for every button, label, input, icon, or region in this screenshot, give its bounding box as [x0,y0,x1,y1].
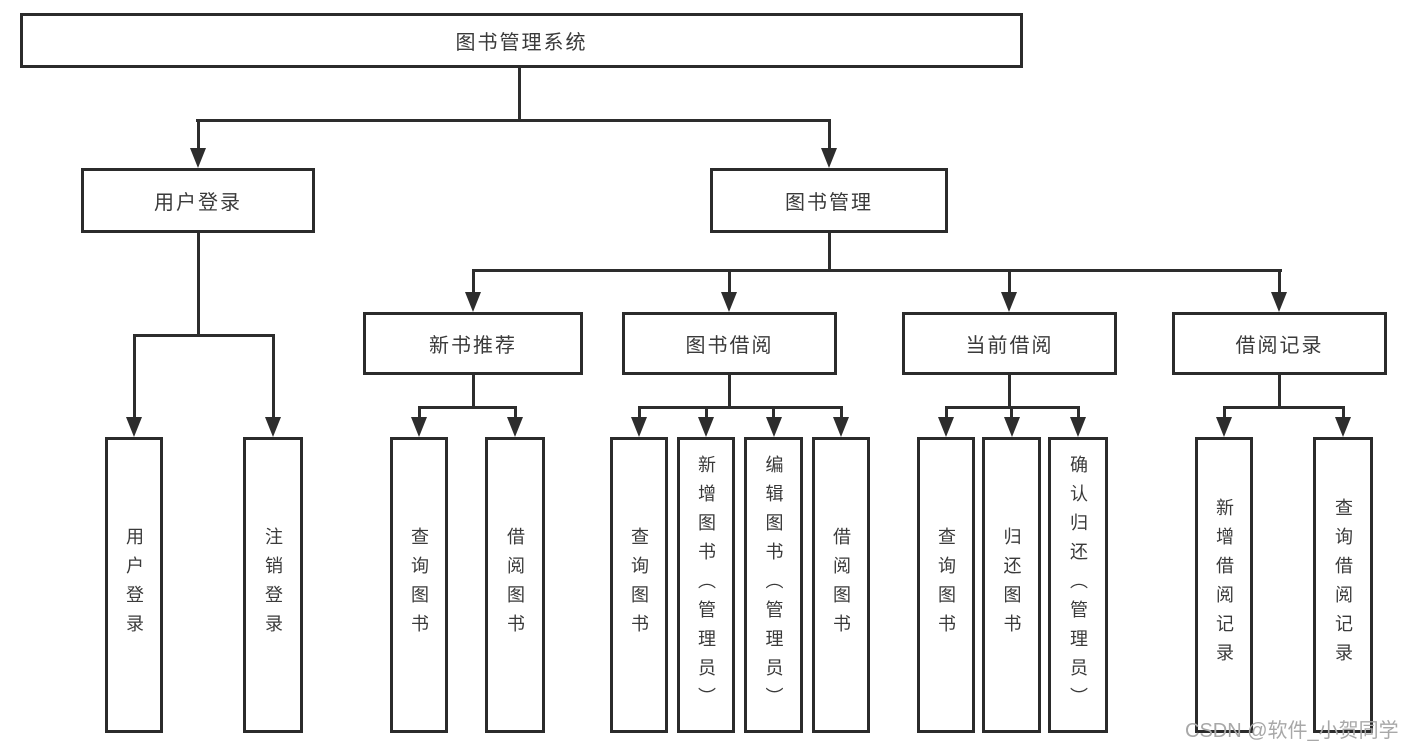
node-book-borrow: 图书借阅 [622,312,837,375]
connector-drop [705,406,708,420]
node-borrow-records: 借阅记录 [1172,312,1387,375]
leaf-query-books-recommend: 查询图书 [390,437,448,733]
leaf-query-books-borrow-label: 查询图书 [629,527,649,643]
node-book-management: 图书管理 [710,168,948,233]
arrow-down-icon [821,148,837,168]
arrow-down-icon [1335,417,1351,437]
connector-user-login-stem [197,233,200,337]
node-new-book-recommend: 新书推荐 [363,312,583,375]
arrow-down-icon [833,417,849,437]
connector-drop [1010,406,1013,420]
node-root-label: 图书管理系统 [455,32,588,54]
arrow-down-icon [631,417,647,437]
arrow-down-icon [411,417,427,437]
leaf-edit-books-admin-label: 编辑图书（管理员） [763,454,784,716]
leaf-borrow-books-label: 借阅图书 [831,527,851,643]
leaf-confirm-return-admin: 确认归还（管理员） [1048,437,1108,733]
connector-drop [514,406,517,420]
arrow-down-icon [1216,417,1232,437]
connector-drop-current-borrow [1008,269,1011,294]
connector-drop [1077,406,1080,420]
leaf-query-borrow-record-label: 查询借阅记录 [1333,498,1353,672]
connector-drop [945,406,948,420]
watermark-text: CSDN @软件_小贺同学 [1185,720,1399,742]
connector-book-management-hbar [472,269,1282,272]
arrow-down-icon [190,148,206,168]
connector-book-management-stem [828,233,831,272]
arrow-down-icon [698,417,714,437]
leaf-return-books-label: 归还图书 [1001,527,1022,643]
connector-drop [418,406,421,420]
leaf-return-books: 归还图书 [982,437,1041,733]
connector-drop [1223,406,1226,420]
leaf-logout-login-label: 注销登录 [263,527,283,643]
leaf-add-borrow-record-label: 新增借阅记录 [1214,498,1234,672]
connector-user-login-hbar [133,334,275,337]
connector-drop-borrow-records [1278,269,1281,294]
connector-borrow-records-hbar [1223,406,1345,409]
connector-drop-leaf-user-login [133,334,136,419]
leaf-user-login: 用户登录 [105,437,163,733]
arrow-down-icon [721,292,737,312]
arrow-down-icon [265,417,281,437]
leaf-query-books-current: 查询图书 [917,437,975,733]
connector-drop-new-book-recommend [472,269,475,294]
leaf-add-books-admin: 新增图书（管理员） [677,437,735,733]
node-user-login: 用户登录 [81,168,315,233]
node-borrow-records-label: 借阅记录 [1235,335,1324,357]
arrow-down-icon [1070,417,1086,437]
arrow-down-icon [1271,292,1287,312]
leaf-edit-books-admin: 编辑图书（管理员） [744,437,803,733]
leaf-add-borrow-record: 新增借阅记录 [1195,437,1253,733]
connector-borrow-records-stem [1278,375,1281,409]
leaf-query-books-borrow: 查询图书 [610,437,668,733]
connector-drop [840,406,843,420]
connector-root-hbar [196,119,831,122]
arrow-down-icon [126,417,142,437]
connector-new-book-recommend-hbar [418,406,517,409]
connector-drop [1342,406,1345,420]
arrow-down-icon [465,292,481,312]
node-current-borrow-label: 当前借阅 [965,335,1054,357]
leaf-borrow-books-recommend-label: 借阅图书 [505,527,525,643]
connector-book-borrow-stem [728,375,731,409]
connector-drop-leaf-logout [272,334,275,419]
leaf-query-borrow-record: 查询借阅记录 [1313,437,1373,733]
node-user-login-label: 用户登录 [154,192,242,214]
leaf-user-login-label: 用户登录 [124,527,144,643]
node-root: 图书管理系统 [20,13,1023,68]
arrow-down-icon [766,417,782,437]
connector-root-stem [518,68,521,121]
connector-drop [638,406,641,420]
arrow-down-icon [1001,292,1017,312]
leaf-borrow-books: 借阅图书 [812,437,870,733]
leaf-logout-login: 注销登录 [243,437,303,733]
node-book-borrow-label: 图书借阅 [685,335,774,357]
connector-drop-user-login [197,119,200,150]
connector-drop [772,406,775,420]
leaf-query-books-recommend-label: 查询图书 [409,527,429,643]
leaf-borrow-books-recommend: 借阅图书 [485,437,545,733]
leaf-confirm-return-admin-label: 确认归还（管理员） [1068,454,1088,716]
arrow-down-icon [507,417,523,437]
connector-new-book-recommend-stem [472,375,475,409]
leaf-query-books-current-label: 查询图书 [936,527,956,643]
connector-book-borrow-hbar [638,406,843,409]
node-book-management-label: 图书管理 [785,192,873,214]
connector-drop-book-management [828,119,831,150]
arrow-down-icon [1004,417,1020,437]
node-current-borrow: 当前借阅 [902,312,1117,375]
leaf-add-books-admin-label: 新增图书（管理员） [696,454,716,716]
arrow-down-icon [938,417,954,437]
node-new-book-recommend-label: 新书推荐 [429,335,517,357]
connector-current-borrow-stem [1008,375,1011,409]
connector-drop-book-borrow [728,269,731,294]
